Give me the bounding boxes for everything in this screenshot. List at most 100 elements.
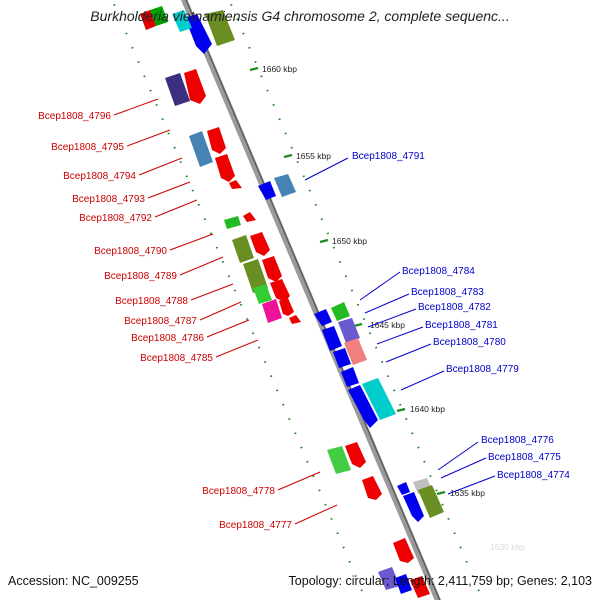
chromosome-backbone-highlight [185, 0, 441, 600]
leader-line-4782 [367, 308, 417, 328]
gene-label-4785[interactable]: Bcep1808_4785 [140, 353, 213, 364]
kbp-label-1655: 1655 kbp [296, 151, 331, 161]
kbp-label-1645: 1645 kbp [370, 320, 405, 330]
kbp-label-1650: 1650 kbp [332, 236, 367, 246]
gene-arrow-4791b[interactable] [274, 174, 296, 197]
kbp-tick-1650 [319, 238, 329, 244]
gene-arrow-4790a[interactable] [232, 235, 254, 263]
leader-line-4793 [147, 181, 191, 199]
gene-arrow-4787b[interactable] [279, 298, 294, 316]
gene-arrow-4792[interactable] [243, 212, 256, 222]
gene-label-4788[interactable]: Bcep1808_4788 [115, 296, 188, 307]
kbp-tick-1660 [249, 66, 259, 72]
leader-line-4794 [138, 157, 183, 176]
gene-arrow-4786[interactable] [289, 315, 301, 324]
leader-line-4780 [385, 343, 432, 363]
gene-label-4790[interactable]: Bcep1808_4790 [94, 246, 167, 257]
gene-label-4791[interactable]: Bcep1808_4791 [352, 151, 425, 162]
gene-label-4777[interactable]: Bcep1808_4777 [219, 520, 292, 531]
gene-label-4793[interactable]: Bcep1808_4793 [72, 194, 145, 205]
kbp-tick-1635 [436, 490, 446, 496]
gene-arrow-4777[interactable] [362, 476, 382, 500]
gene-arrow-4788b[interactable] [270, 279, 290, 302]
gene-arrow-4790b[interactable] [250, 232, 270, 256]
gene-label-4780[interactable]: Bcep1808_4780 [433, 337, 506, 348]
gene-arrow-4788a[interactable] [253, 284, 272, 304]
gene-arrow-4789b[interactable] [262, 256, 282, 282]
leader-line-4790 [169, 233, 214, 251]
gene-arrow-4781b[interactable] [344, 338, 367, 365]
gene-arrow[interactable] [185, 14, 212, 54]
leader-line-4784 [359, 271, 401, 301]
gene-label-4787[interactable]: Bcep1808_4787 [124, 316, 197, 327]
gene-arrow-4779a[interactable] [348, 385, 378, 428]
leader-line-4779 [400, 370, 445, 391]
leader-line-4789 [179, 256, 224, 276]
gene-arrow-4782[interactable] [338, 318, 360, 343]
gene-label-4783[interactable]: Bcep1808_4783 [411, 287, 484, 298]
right-leader-lines [304, 157, 496, 495]
gene-label-4774[interactable]: Bcep1808_4774 [497, 470, 570, 481]
gene-label-4792[interactable]: Bcep1808_4792 [79, 213, 152, 224]
kbp-label-1635: 1635 kbp [450, 488, 485, 498]
gene-label-4789[interactable]: Bcep1808_4789 [104, 271, 177, 282]
gene-arrow[interactable] [378, 567, 400, 590]
gene-arrow-4787a[interactable] [262, 299, 282, 323]
gene-arrow[interactable] [205, 10, 235, 46]
gene-arrow-4796a[interactable] [165, 73, 190, 106]
leader-line-4788 [190, 283, 234, 301]
gene-label-4782[interactable]: Bcep1808_4782 [418, 302, 491, 313]
gene-arrow-4784[interactable] [314, 309, 332, 326]
gene-label-4784[interactable]: Bcep1808_4784 [402, 266, 475, 277]
gene-arrow[interactable] [140, 10, 156, 30]
gene-arrow-4774b[interactable] [418, 485, 444, 518]
gene-arrow-4795b[interactable] [207, 127, 226, 154]
gene-arrow-4774a[interactable] [403, 492, 424, 522]
gene-label-4775[interactable]: Bcep1808_4775 [488, 452, 561, 463]
kbp-tick-1645 [353, 322, 363, 328]
leader-line-4775 [440, 457, 487, 479]
gene-arrow[interactable] [395, 574, 412, 594]
gene-arrow-4796b[interactable] [184, 69, 206, 104]
gene-arrow-4783[interactable] [331, 302, 350, 321]
kbp-ticks [249, 66, 446, 496]
gene-label-4779[interactable]: Bcep1808_4779 [446, 364, 519, 375]
gene-arrow-4791a[interactable] [258, 181, 276, 200]
gene-label-4786[interactable]: Bcep1808_4786 [131, 333, 204, 344]
gene-arrow-4780[interactable] [333, 348, 351, 368]
gene-label-4776[interactable]: Bcep1808_4776 [481, 435, 554, 446]
leader-line-4786 [206, 319, 250, 338]
kbp-label-1630: 1630 kbp [490, 542, 525, 552]
gene-arrow-4793[interactable] [229, 180, 242, 189]
leader-line-4778 [277, 471, 321, 491]
gene-arrow-4776[interactable] [397, 482, 410, 495]
leader-line-4787 [199, 301, 242, 321]
gene-arrow[interactable] [172, 10, 192, 32]
gene-label-4795[interactable]: Bcep1808_4795 [51, 142, 124, 153]
gene-arrow-4778b[interactable] [345, 442, 366, 468]
gene-arrow-4780b[interactable] [341, 367, 359, 387]
gene-label-4778[interactable]: Bcep1808_4778 [202, 486, 275, 497]
genome-summary-text: Topology: circular; Length: 2,411,759 bp… [288, 574, 592, 588]
gene-arrow-4779b[interactable] [362, 378, 396, 420]
leader-line-4776 [437, 441, 479, 471]
gene-label-4781[interactable]: Bcep1808_4781 [425, 320, 498, 331]
gene-arrow-4794[interactable] [215, 154, 235, 182]
gene-arrow[interactable] [410, 576, 430, 598]
leader-line-4791 [304, 157, 349, 181]
leader-line-4783 [364, 293, 410, 314]
gene-arrow[interactable] [150, 6, 168, 26]
gene-arrow-4795a[interactable] [189, 131, 213, 167]
gene-arrow-4792b[interactable] [224, 216, 241, 229]
gene-arrow-4778a[interactable] [327, 446, 351, 474]
leader-line-4781 [376, 326, 424, 345]
leader-line-4774 [447, 475, 496, 495]
gene-arrow-4789a[interactable] [243, 259, 268, 293]
gene-arrow[interactable] [393, 538, 414, 563]
accession-text: Accession: NC_009255 [8, 574, 139, 588]
gene-arrow-4781a[interactable] [322, 326, 342, 351]
kbp-label-1660: 1660 kbp [262, 64, 297, 74]
gene-label-4796[interactable]: Bcep1808_4796 [38, 111, 111, 122]
gene-label-4794[interactable]: Bcep1808_4794 [63, 171, 136, 182]
